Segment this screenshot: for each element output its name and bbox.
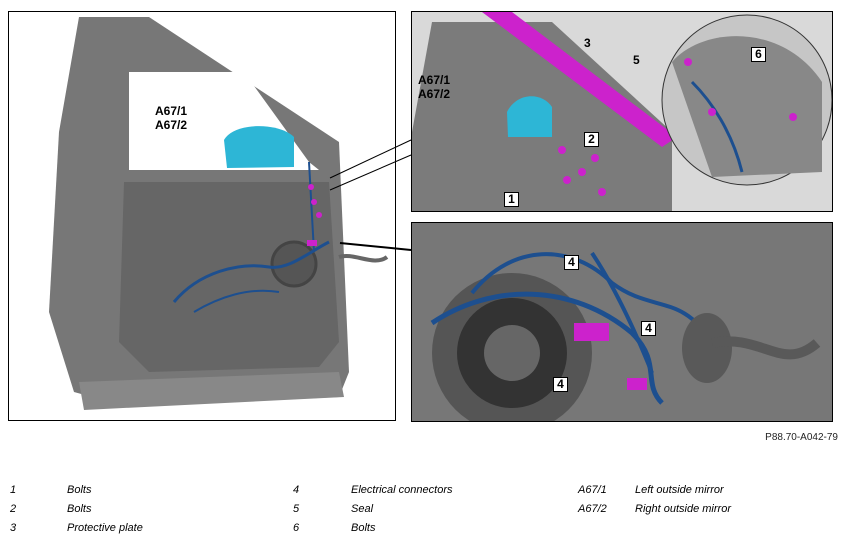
callout-5: 5 bbox=[633, 53, 640, 67]
callout-1: 1 bbox=[504, 192, 519, 207]
door-illustration bbox=[9, 12, 395, 420]
mirror-label-top: A67/1 A67/2 bbox=[418, 73, 450, 101]
legend-value: Bolts bbox=[67, 484, 92, 496]
legend-key: 1 bbox=[10, 484, 17, 496]
legend-value: Bolts bbox=[67, 503, 92, 515]
legend-key: 6 bbox=[293, 522, 300, 534]
legend-value: Seal bbox=[351, 503, 374, 515]
legend-key: 5 bbox=[293, 503, 300, 515]
callout-4-top: 4 bbox=[564, 255, 579, 270]
mirror-label-left: A67/1 bbox=[155, 104, 188, 118]
legend-key: A67/1 bbox=[578, 484, 607, 496]
mirror-label-main: A67/1 A67/2 bbox=[155, 104, 187, 132]
upper-detail-illustration bbox=[412, 12, 832, 211]
callout-4-right: 4 bbox=[641, 321, 656, 336]
legend-value: Electrical connectors bbox=[351, 484, 453, 496]
callout-3: 3 bbox=[584, 36, 591, 50]
legend-key: 2 bbox=[10, 503, 17, 515]
mirror-label-left-top: A67/1 bbox=[418, 73, 451, 87]
legend-key: A67/2 bbox=[578, 503, 607, 515]
mirror-label-right-top: A67/2 bbox=[418, 87, 451, 101]
callout-4-left: 4 bbox=[553, 377, 568, 392]
legend-value: Left outside mirror bbox=[635, 484, 724, 496]
legend: 1 Bolts 2 Bolts 3 Protective plate 4 Ele… bbox=[0, 484, 848, 544]
legend-value: Right outside mirror bbox=[635, 503, 731, 515]
upper-detail-view: A67/1 A67/2 3 5 2 1 6 bbox=[411, 11, 833, 212]
lower-detail-illustration bbox=[412, 223, 832, 421]
legend-key: 3 bbox=[10, 522, 17, 534]
main-door-view: A67/1 A67/2 bbox=[8, 11, 396, 421]
legend-value: Protective plate bbox=[67, 522, 143, 534]
callout-2: 2 bbox=[584, 132, 599, 147]
callout-6: 6 bbox=[751, 47, 766, 62]
mirror-label-right: A67/2 bbox=[155, 118, 188, 132]
legend-value: Bolts bbox=[351, 522, 376, 534]
figure-reference-code: P88.70-A042-79 bbox=[765, 432, 838, 443]
legend-key: 4 bbox=[293, 484, 300, 496]
lower-detail-view: 4 4 4 bbox=[411, 222, 833, 422]
